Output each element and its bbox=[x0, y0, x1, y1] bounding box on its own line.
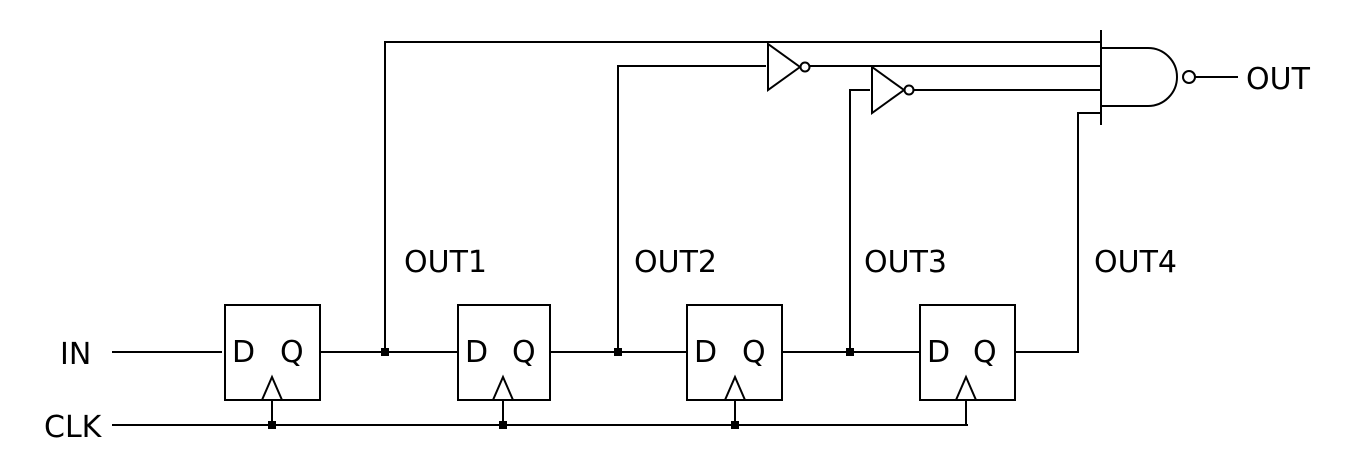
clock-triangle-icon bbox=[492, 374, 514, 401]
out4-wire bbox=[1015, 112, 1100, 353]
inverter-bubble-icon bbox=[799, 61, 811, 73]
d-label: D bbox=[694, 335, 717, 370]
flipflop-box bbox=[224, 304, 321, 401]
out3-wire bbox=[849, 89, 870, 352]
nand-bubble-icon bbox=[1182, 70, 1196, 84]
out1-label: OUT1 bbox=[404, 245, 487, 280]
junction-dot bbox=[731, 421, 739, 429]
d-label: D bbox=[927, 335, 950, 370]
in-label: IN bbox=[60, 337, 91, 372]
clock-triangle-icon bbox=[955, 374, 977, 401]
flipflop-3: D Q bbox=[686, 304, 783, 401]
inverter-1 bbox=[767, 42, 802, 92]
clock-triangle-icon bbox=[261, 374, 283, 401]
junction-dot bbox=[499, 421, 507, 429]
out4-label: OUT4 bbox=[1094, 245, 1177, 280]
out3-label: OUT3 bbox=[864, 245, 947, 280]
inverter-2 bbox=[871, 65, 906, 115]
d-label: D bbox=[232, 335, 255, 370]
q-label: Q bbox=[280, 335, 304, 370]
flipflop-4: D Q bbox=[919, 304, 1016, 401]
inverter-bubble-icon bbox=[903, 84, 915, 96]
q-label: Q bbox=[742, 335, 766, 370]
out2-label: OUT2 bbox=[634, 245, 717, 280]
q-label: Q bbox=[973, 335, 997, 370]
flipflop-1: D Q bbox=[224, 304, 321, 401]
q-label: Q bbox=[512, 335, 536, 370]
junction-dot bbox=[268, 421, 276, 429]
out2-wire bbox=[617, 65, 766, 352]
nand-gate bbox=[1100, 47, 1178, 107]
flipflop-2: D Q bbox=[457, 304, 551, 401]
clock-triangle-icon bbox=[724, 374, 746, 401]
out1-wire bbox=[384, 41, 1100, 352]
d-label: D bbox=[465, 335, 488, 370]
clk-label: CLK bbox=[44, 410, 103, 445]
out-label: OUT bbox=[1246, 62, 1311, 97]
